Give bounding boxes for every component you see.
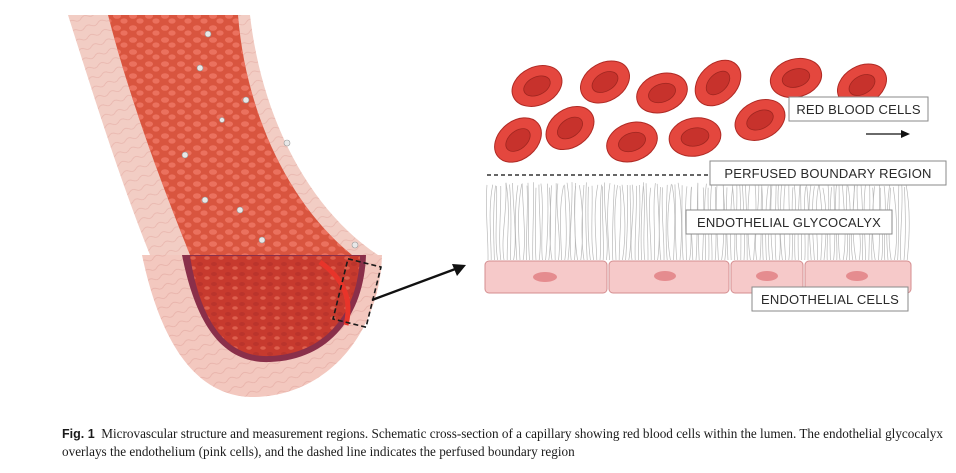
red-blood-cell <box>636 72 688 114</box>
arrow-right-icon <box>866 130 910 138</box>
caption-text: Microvascular structure and measurement … <box>62 426 943 459</box>
zoom-region-box <box>332 257 382 329</box>
red-blood-cell <box>545 105 595 151</box>
red-blood-cell <box>668 117 722 157</box>
red-blood-cell <box>734 99 786 141</box>
endothelial-cell-row <box>484 260 912 294</box>
platelets <box>181 30 359 249</box>
red-blood-cell <box>580 60 630 104</box>
figure-label: Fig. 1 <box>62 427 95 441</box>
figure-caption: Fig. 1 Microvascular structure and measu… <box>62 425 952 460</box>
capillary-vessel <box>68 15 382 398</box>
label-text: ENDOTHELIAL CELLS <box>761 292 899 307</box>
label-endothelial-cells: ENDOTHELIAL CELLS <box>751 286 909 312</box>
cell-nucleus <box>756 271 778 281</box>
cell-nucleus <box>654 271 676 281</box>
label-perfused-boundary-region: PERFUSED BOUNDARY REGION <box>709 160 947 186</box>
red-blood-cells <box>494 57 887 163</box>
red-blood-cell <box>694 59 742 107</box>
red-blood-cell <box>837 63 887 107</box>
label-text: ENDOTHELIAL GLYCOCALYX <box>697 215 881 230</box>
label-text: RED BLOOD CELLS <box>796 102 921 117</box>
red-blood-cell <box>769 57 823 99</box>
red-blood-cell <box>606 121 658 163</box>
label-text: PERFUSED BOUNDARY REGION <box>724 166 931 181</box>
cell-nucleus <box>846 271 868 281</box>
label-red-blood-cells: RED BLOOD CELLS <box>788 96 929 122</box>
zoom-arrow-icon <box>371 264 466 302</box>
glycocalyx-strands <box>485 181 910 261</box>
red-blood-cell <box>511 65 563 107</box>
red-blood-cell <box>494 117 542 163</box>
cell-nucleus <box>533 272 557 282</box>
capillary-figure: RED BLOOD CELLS PERFUSED BOUNDARY REGION… <box>68 15 947 398</box>
label-endothelial-glycocalyx: ENDOTHELIAL GLYCOCALYX <box>685 209 893 235</box>
